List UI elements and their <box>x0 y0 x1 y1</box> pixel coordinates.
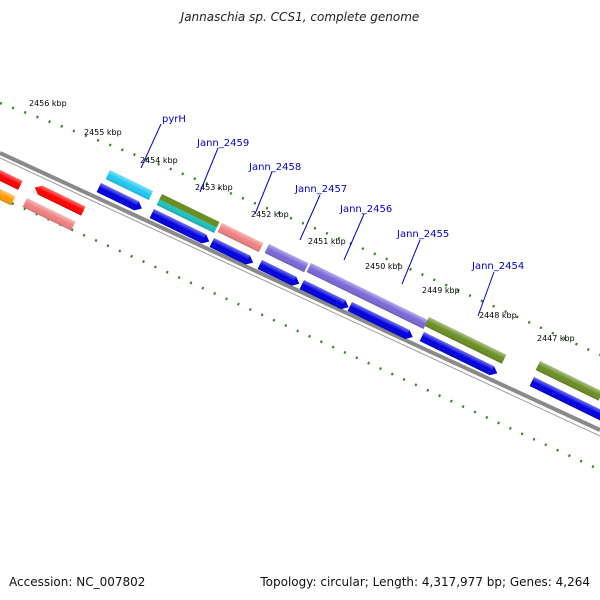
gene-orange-left[interactable] <box>0 185 16 206</box>
cds-track <box>96 183 600 424</box>
gene-label-pyrH: pyrH <box>162 114 186 125</box>
gene-label-Jann_2457: Jann_2457 <box>294 184 347 195</box>
gene-label-Jann_2455: Jann_2455 <box>396 229 449 240</box>
gene-Jann_2457[interactable] <box>264 244 309 273</box>
kbp-label-2452: 2452 kbp <box>251 210 289 219</box>
accession-text: Accession: NC_007802 <box>9 575 146 589</box>
kbp-label-2450: 2450 kbp <box>365 262 403 271</box>
gene-label-Jann_2459: Jann_2459 <box>196 138 249 149</box>
kbp-label-2448: 2448 kbp <box>479 311 517 320</box>
gene-salmon-left[interactable] <box>22 198 76 231</box>
gene-Jann_2458[interactable] <box>217 223 264 253</box>
genome-summary-text: Topology: circular; Length: 4,317,977 bp… <box>260 575 590 589</box>
inner-tick-ruler <box>0 196 600 472</box>
cds-arrow-2[interactable] <box>149 209 212 246</box>
cds-arrow-5[interactable] <box>299 280 351 312</box>
gene-label-Jann_2458: Jann_2458 <box>248 162 301 173</box>
gene-Jann_2455[interactable] <box>424 317 507 364</box>
gene-red-left-2[interactable] <box>32 183 86 216</box>
leader-Jann_2455 <box>401 239 421 285</box>
kbp-label-2455: 2455 kbp <box>84 128 122 137</box>
leader-pyrH <box>140 123 162 169</box>
leader-Jann_2454 <box>477 271 495 317</box>
gene-label-leaders <box>140 123 495 317</box>
kbp-label-2451: 2451 kbp <box>308 237 346 246</box>
cds-arrow-4[interactable] <box>257 260 302 288</box>
gene-Jann_2454[interactable] <box>535 361 600 401</box>
kbp-label-2456: 2456 kbp <box>29 99 67 108</box>
genome-title: Jannaschia sp. CCS1, complete genome <box>180 10 420 24</box>
leader-Jann_2457 <box>299 194 321 241</box>
gene-red-left-1[interactable] <box>0 166 23 190</box>
genome-backbone-shadow <box>0 157 600 437</box>
kbp-label-2447: 2447 kbp <box>537 334 575 343</box>
kbp-label-2449: 2449 kbp <box>422 286 460 295</box>
cds-arrow-6[interactable] <box>347 302 415 342</box>
leader-Jann_2458 <box>254 171 273 215</box>
gene-Jann_2459[interactable] <box>159 194 220 228</box>
cds-arrow-3[interactable] <box>209 238 256 267</box>
gene-pyrH[interactable] <box>105 170 154 201</box>
gene-Jann_2456[interactable] <box>306 263 428 329</box>
kbp-label-2454: 2454 kbp <box>140 156 178 165</box>
cds-arrow-1[interactable] <box>96 183 145 213</box>
gene-label-Jann_2456: Jann_2456 <box>339 204 392 215</box>
kbp-label-2453: 2453 kbp <box>195 183 233 192</box>
genome-backbone <box>0 151 600 432</box>
leader-Jann_2459 <box>199 147 219 193</box>
leader-Jann_2456 <box>343 213 365 261</box>
feature-track <box>0 166 600 401</box>
gene-label-Jann_2454: Jann_2454 <box>471 261 524 272</box>
cds-arrow-7[interactable] <box>419 332 500 378</box>
cds-arrow-8[interactable] <box>529 377 600 424</box>
